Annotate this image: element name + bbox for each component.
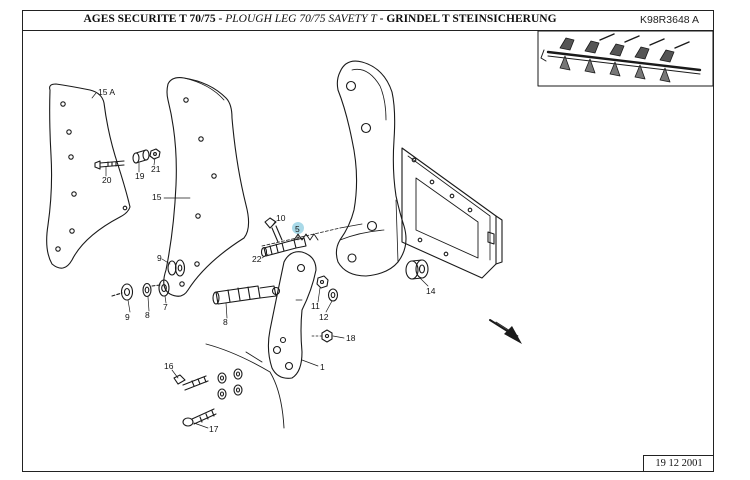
bushing-19[interactable] bbox=[132, 149, 150, 164]
washer-9-lower[interactable] bbox=[111, 283, 134, 301]
title-french: AGES SECURITE T 70/75 - bbox=[83, 13, 226, 25]
mounting-bracket[interactable] bbox=[401, 147, 503, 279]
callout-18: 18 bbox=[346, 333, 356, 343]
plough-thumbnail[interactable] bbox=[537, 30, 714, 87]
washer-9-upper[interactable] bbox=[167, 259, 186, 277]
leader-lines bbox=[91, 92, 429, 429]
spring-5[interactable] bbox=[261, 222, 363, 247]
callout-9-lower: 9 bbox=[125, 312, 130, 322]
mouldboard-outline bbox=[205, 343, 285, 429]
callout-8-center: 8 bbox=[223, 317, 228, 327]
bushing-14[interactable] bbox=[405, 259, 429, 280]
direction-arrow bbox=[489, 319, 522, 344]
nut-18[interactable] bbox=[311, 329, 333, 343]
callout-1: 1 bbox=[320, 362, 325, 372]
callout-5: 5 bbox=[295, 224, 300, 234]
callout-21: 21 bbox=[151, 164, 161, 174]
bolt-16[interactable] bbox=[173, 374, 209, 391]
washer-8-lower[interactable] bbox=[142, 282, 152, 298]
callout-15: 15 bbox=[152, 192, 162, 202]
washer-12[interactable] bbox=[327, 288, 339, 302]
callout-15a: 15 A bbox=[98, 87, 115, 97]
plough-leg[interactable] bbox=[335, 60, 407, 277]
callout-22: 22 bbox=[252, 254, 262, 264]
bolt-17[interactable] bbox=[182, 408, 217, 427]
callout-20: 20 bbox=[102, 175, 112, 185]
callout-11: 11 bbox=[311, 301, 320, 311]
nut-11[interactable] bbox=[316, 275, 329, 289]
roller-7[interactable] bbox=[151, 279, 170, 297]
reference-code: K98R3648 A bbox=[640, 14, 699, 26]
bolt-20[interactable] bbox=[94, 160, 125, 170]
drawing-frame bbox=[22, 10, 714, 472]
side-plate-15a[interactable] bbox=[46, 83, 131, 269]
callout-labels: 15 A 20 19 21 15 10 5 22 9 9 8 8 7 11 12… bbox=[98, 87, 436, 434]
callout-7: 7 bbox=[163, 302, 168, 312]
lever-1[interactable] bbox=[267, 251, 317, 379]
callout-8-lower: 8 bbox=[145, 310, 150, 320]
callout-9-upper: 9 bbox=[157, 253, 162, 263]
title-english: PLOUGH LEG 70/75 SAVETY T bbox=[225, 13, 377, 25]
callout-16: 16 bbox=[164, 361, 174, 371]
title-german: - GRINDEL T STEINSICHERUNG bbox=[376, 13, 557, 25]
callout-14: 14 bbox=[426, 286, 436, 296]
callout-10: 10 bbox=[276, 213, 286, 223]
header-divider bbox=[22, 30, 714, 31]
callout-17: 17 bbox=[209, 424, 219, 434]
page-title: AGES SECURITE T 70/75 - PLOUGH LEG 70/75… bbox=[40, 13, 600, 25]
washer-set-16[interactable] bbox=[217, 368, 243, 400]
roller-pin-8-center[interactable] bbox=[212, 285, 281, 305]
callout-19: 19 bbox=[135, 171, 145, 181]
callout-12: 12 bbox=[319, 312, 329, 322]
bolt-10[interactable] bbox=[264, 217, 283, 243]
main-plate-15[interactable] bbox=[163, 77, 250, 297]
nut-21[interactable] bbox=[149, 148, 161, 160]
date-box: 19 12 2001 bbox=[643, 455, 714, 472]
